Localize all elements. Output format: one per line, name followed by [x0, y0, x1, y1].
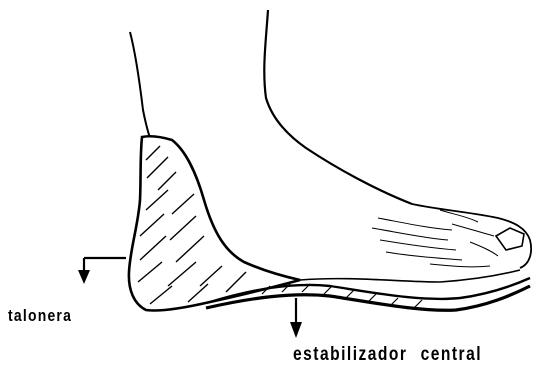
heel-cup-label: talonera — [8, 306, 72, 326]
central-stabilizer-label: estabilizador central — [293, 344, 482, 366]
leg-back-outline — [130, 32, 150, 138]
leg-front-outline — [264, 10, 412, 204]
toe-sketch-lines — [372, 210, 498, 267]
heel-cup-arrow — [78, 258, 126, 284]
stabilizer-arrow — [290, 298, 302, 338]
toenail — [496, 228, 524, 250]
sole-outline — [300, 270, 520, 282]
